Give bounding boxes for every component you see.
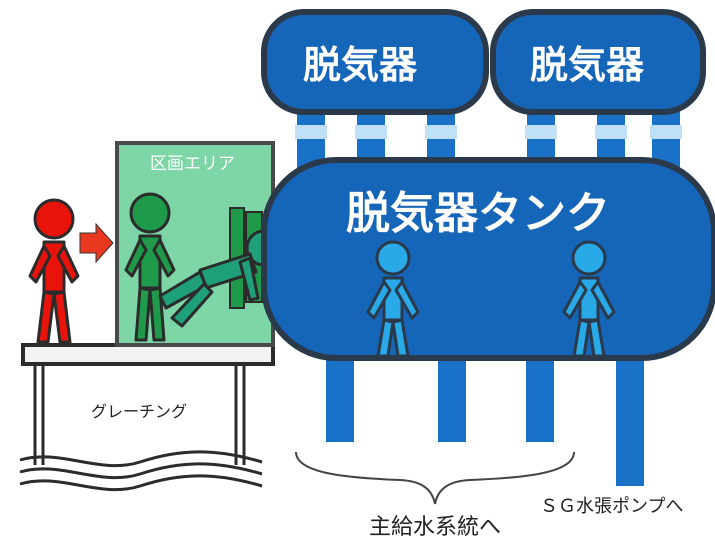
tank-label: 脱気器タンク bbox=[346, 188, 610, 239]
platform-deck bbox=[21, 343, 275, 366]
sg-pump-destination-label: ＳＧ水張ポンプへ bbox=[540, 496, 684, 517]
zone-label: 区画エリア bbox=[150, 154, 235, 174]
worker-in-tank-right bbox=[562, 240, 616, 358]
grating-label: グレーチング bbox=[91, 402, 188, 421]
deaerator-right-label: 脱気器 bbox=[530, 43, 645, 87]
deaerator-left-label: 脱気器 bbox=[303, 43, 418, 87]
worker-outside bbox=[28, 198, 80, 344]
pipe-joint bbox=[525, 125, 557, 139]
brace bbox=[295, 451, 575, 505]
deaerator-left bbox=[261, 9, 489, 115]
pipe-joint bbox=[295, 125, 327, 139]
wave-line bbox=[19, 474, 263, 492]
wave-line bbox=[19, 450, 263, 468]
main-feedwater-destination-label: 主給水系統へ bbox=[369, 515, 502, 540]
pipe-joint bbox=[425, 125, 457, 139]
deaerator-right bbox=[490, 9, 706, 115]
pipe-joint bbox=[650, 125, 682, 139]
worker-in-tank-left bbox=[366, 240, 420, 358]
entry-arrow bbox=[79, 222, 114, 264]
grating-platform bbox=[19, 343, 275, 492]
wave-line bbox=[19, 462, 263, 480]
worker-in-zone bbox=[124, 192, 176, 342]
pipe-joint bbox=[595, 125, 627, 139]
pipe-joint bbox=[355, 125, 387, 139]
